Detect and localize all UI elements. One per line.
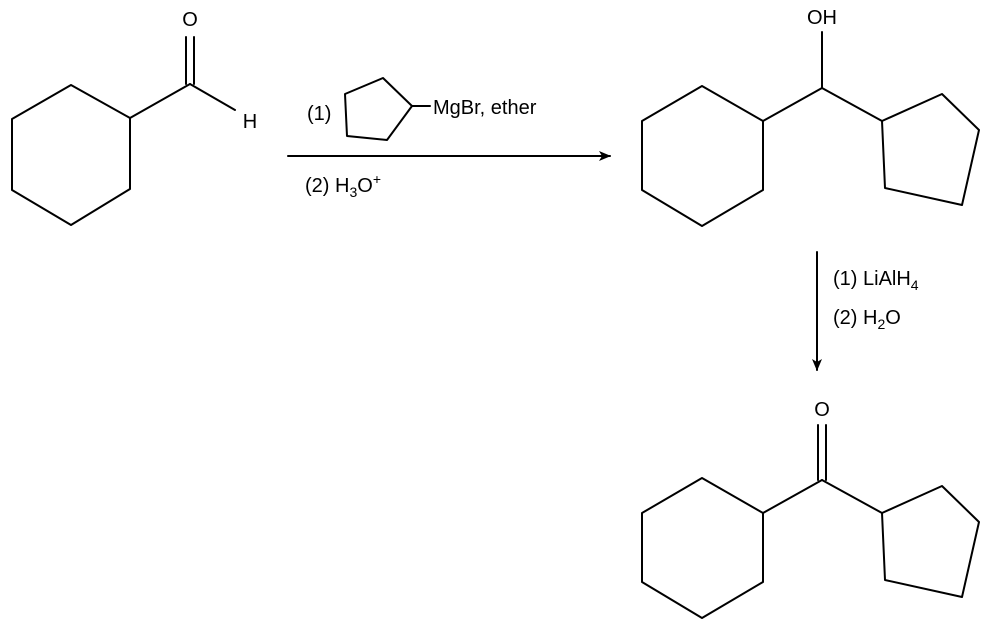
cyclohexyl-to-carbonyl-bond [762, 479, 823, 514]
aldehyde-oxygen-label: O [182, 9, 198, 31]
cyclohexyl-cyclopentyl-methanol: OH [641, 7, 980, 227]
carbonyl-to-cyclopentyl-bond [821, 479, 883, 514]
carbinol-to-cyclopentyl-bond [821, 87, 883, 122]
reaction-step-1: (1) MgBr, ether (2) H3O+ [287, 77, 611, 200]
cyclohexane-ring [11, 84, 131, 226]
hydroxyl-label: OH [807, 7, 837, 29]
cyclopentyl-reagent-ring [344, 77, 413, 141]
ketone-oxygen-label: O [814, 399, 830, 421]
cyclohexyl-to-carbinol-bond [762, 87, 823, 122]
cyclohexane-ring [641, 477, 764, 619]
reagent-2-label: (2) H3O+ [305, 171, 381, 200]
aldehyde-hydrogen-label: H [243, 111, 257, 133]
aldehyde-h-bond [189, 83, 236, 111]
cyclopentane-ring [881, 485, 980, 598]
reaction-step-2: (1) LiAlH4 (2) H2O [812, 251, 919, 371]
grignard-metal-label: MgBr, ether [433, 97, 537, 119]
cyclohexanecarbaldehyde: O H [11, 9, 257, 226]
reagent-lialh4-label: (1) LiAlH4 [833, 268, 919, 293]
reagent-1-number: (1) [307, 103, 331, 125]
cyclohexyl-cyclopentyl-ketone: O [641, 399, 980, 619]
reagent-water-label: (2) H2O [833, 307, 901, 332]
ring-to-carbonyl-bond [129, 83, 191, 119]
cyclopentane-ring [881, 93, 980, 206]
cyclohexane-ring [641, 85, 764, 227]
